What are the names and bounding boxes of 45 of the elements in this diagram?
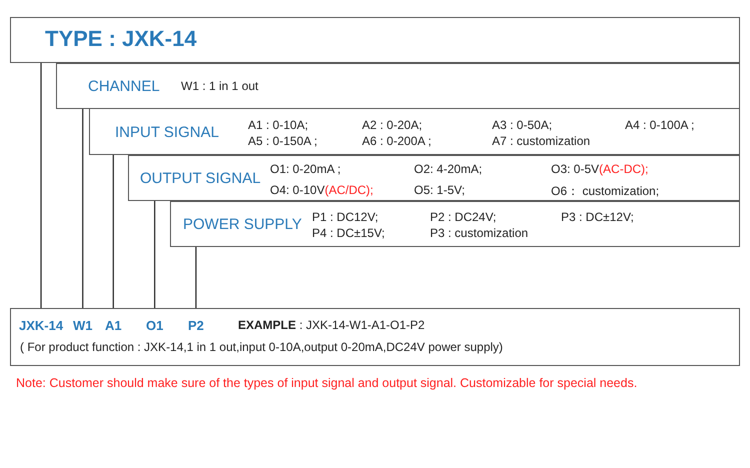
option-text: A6 : 0-200A ; bbox=[362, 134, 432, 148]
code-label: P2 bbox=[188, 309, 204, 333]
type-title: TYPE : JXK-14 bbox=[45, 26, 197, 51]
signal-type-note: (AC-DC); bbox=[599, 162, 648, 176]
option-text: P3 : DC±12V; bbox=[561, 210, 634, 224]
function-text: ( For product function : JXK-14,1 in 1 out,input 0-10A,output 0-20mA,DC24V power supply) bbox=[20, 340, 503, 354]
option-text: A5 : 0-150A ; bbox=[248, 134, 318, 148]
code-label: O1 bbox=[146, 309, 164, 333]
code-label: JXK-14 bbox=[19, 309, 64, 333]
code-box bbox=[89, 108, 740, 155]
option-text: A1 : 0-10A; bbox=[248, 118, 308, 132]
option-text: O6： customization; bbox=[551, 184, 660, 198]
connector-line bbox=[82, 109, 84, 309]
option-text: A7 : customization bbox=[492, 134, 590, 148]
code-box bbox=[128, 155, 740, 201]
connector-line bbox=[195, 247, 197, 309]
option-text: O3: 0-5V bbox=[551, 162, 600, 176]
code-label: A1 bbox=[105, 309, 122, 333]
option-text: A2 : 0-20A; bbox=[362, 118, 422, 132]
signal-type-note: (AC/DC); bbox=[324, 183, 374, 197]
connector-line bbox=[154, 201, 156, 309]
code-label: W1 bbox=[73, 309, 92, 333]
option-text: A3 : 0-50A; bbox=[492, 118, 552, 132]
section-heading: POWER SUPPLY bbox=[183, 216, 302, 233]
option-text: P3 : customization bbox=[430, 226, 528, 240]
code-box bbox=[10, 17, 740, 63]
code-box bbox=[56, 63, 740, 109]
code-box bbox=[10, 308, 740, 366]
option-text: O2: 4-20mA; bbox=[414, 162, 482, 176]
option-text: P1 : DC12V; bbox=[312, 210, 378, 224]
section-heading: INPUT SIGNAL bbox=[115, 124, 219, 141]
connector-line bbox=[40, 63, 42, 309]
option-text: A4 : 0-100A ; bbox=[625, 118, 694, 132]
option-text: P4 : DC±15V; bbox=[312, 226, 385, 240]
example-text: EXAMPLE : JXK-14-W1-A1-O1-P2 bbox=[238, 318, 425, 332]
connector-line bbox=[112, 155, 114, 309]
code-box bbox=[170, 201, 740, 247]
option-text: P2 : DC24V; bbox=[430, 210, 496, 224]
note-text: Note: Customer should make sure of the types of input signal and output signal. Customizable for special needs. bbox=[16, 376, 638, 390]
section-heading: CHANNEL bbox=[88, 78, 160, 95]
option-text: O1: 0-20mA ; bbox=[270, 162, 341, 176]
option-text: O5: 1-5V; bbox=[414, 183, 465, 197]
section-heading: OUTPUT SIGNAL bbox=[140, 170, 261, 187]
option-text: O4: 0-10V bbox=[270, 183, 325, 197]
option-text: W1 : 1 in 1 out bbox=[181, 79, 258, 93]
